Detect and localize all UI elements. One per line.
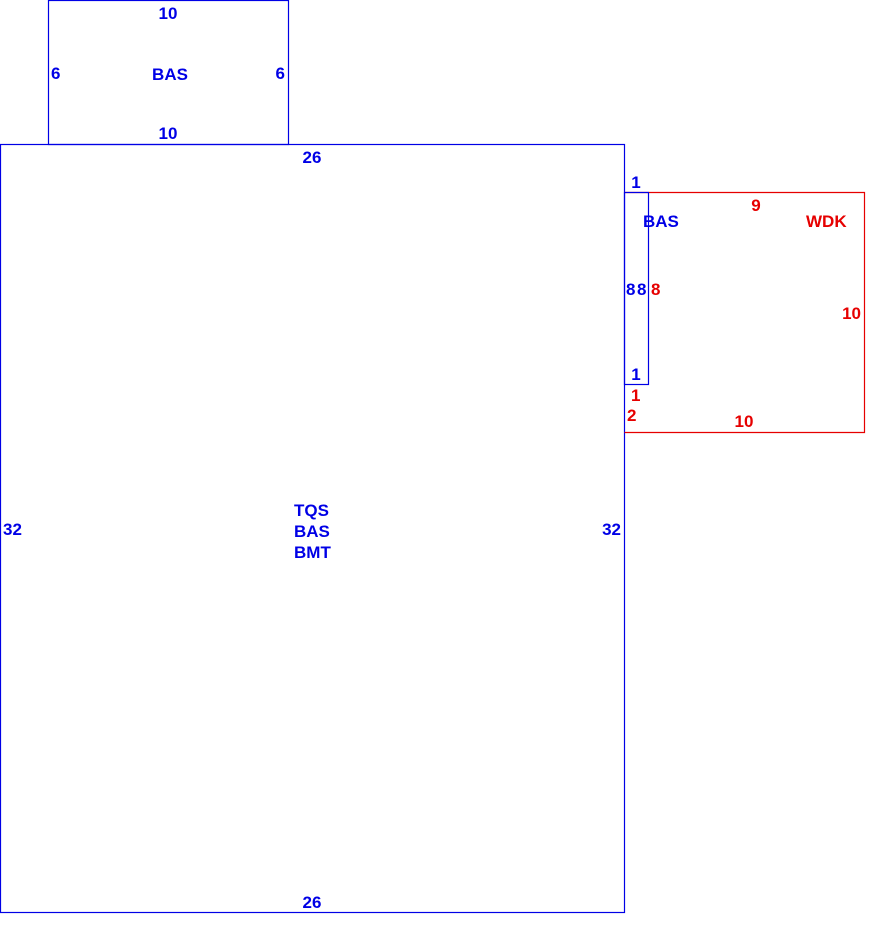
side-bas-area: 1 1 8 8 BAS [623, 173, 679, 386]
main-right-dim: 32 [602, 520, 621, 539]
main-label-tqs: TQS [294, 501, 329, 520]
wdk-left-dim-a: 8 [651, 280, 660, 299]
main-top-dim: 26 [303, 148, 322, 167]
wdk-label: WDK [806, 212, 847, 231]
wdk-left-dim-c: 2 [627, 406, 636, 425]
wdk-top-dim: 9 [751, 196, 760, 215]
top-bas-left-dim: 6 [51, 64, 60, 83]
side-bas-bottom-dim: 1 [631, 365, 640, 384]
side-bas-right-dim: 8 [637, 280, 646, 299]
top-bas-label: BAS [152, 65, 188, 84]
side-bas-top-dim: 1 [631, 173, 640, 192]
wdk-area: 9 10 10 8 1 2 WDK [624, 191, 866, 434]
top-bas-area: 10 10 6 6 BAS [47, 0, 290, 146]
main-label-bas: BAS [294, 522, 330, 541]
wdk-left-dim-b: 1 [631, 386, 640, 405]
wdk-outline [624, 191, 866, 434]
top-bas-right-dim: 6 [276, 64, 285, 83]
side-bas-label: BAS [643, 212, 679, 231]
main-left-dim: 32 [3, 520, 22, 539]
main-label-bmt: BMT [294, 543, 331, 562]
main-bottom-dim: 26 [303, 893, 322, 912]
top-bas-bottom-dim: 10 [159, 124, 178, 143]
side-bas-left-dim: 8 [626, 280, 635, 299]
wdk-bottom-dim: 10 [735, 412, 754, 431]
wdk-right-dim: 10 [842, 304, 861, 323]
side-bas-outline [623, 191, 650, 386]
main-area: 26 26 32 32 TQS BAS BMT [0, 143, 626, 914]
main-outline [0, 143, 626, 914]
top-bas-top-dim: 10 [159, 4, 178, 23]
